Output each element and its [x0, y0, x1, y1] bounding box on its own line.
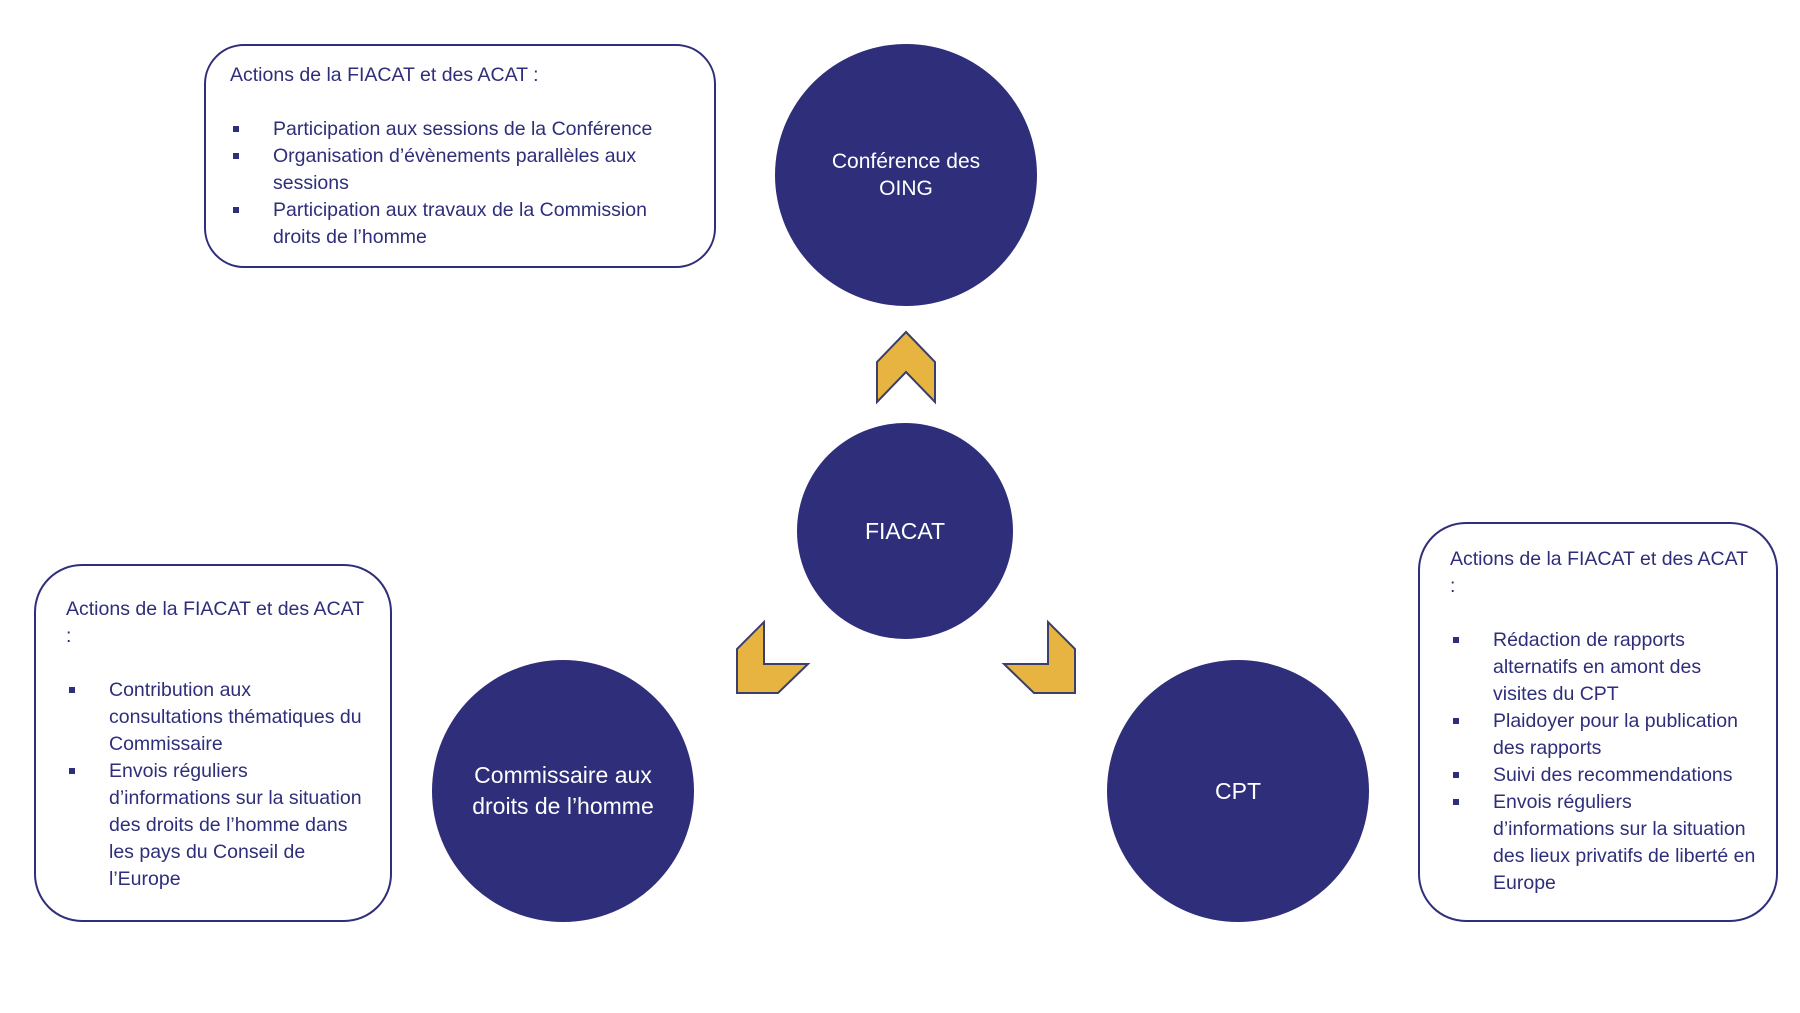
square-bullet-icon: [233, 207, 239, 213]
list-item-text: Envois réguliers d’informations sur la s…: [1493, 791, 1756, 894]
square-bullet-icon: [233, 153, 239, 159]
actions-box-title: Actions de la FIACAT et des ACAT :: [230, 64, 539, 86]
node-label: Conférence des OING: [831, 150, 981, 200]
square-bullet-icon: [233, 126, 239, 132]
actions-list: Contribution aux consultations thématiqu…: [66, 677, 366, 893]
list-item-text: Participation aux travaux de la Commissi…: [273, 199, 647, 248]
list-item-text: Participation aux sessions de la Confére…: [273, 118, 653, 140]
square-bullet-icon: [69, 687, 75, 693]
actions-box-title: Actions de la FIACAT et des ACAT :: [1450, 548, 1748, 597]
node-label: CPT: [1215, 777, 1261, 804]
list-item-text: Contribution aux consultations thématiqu…: [109, 679, 362, 755]
actions-box-title: Actions de la FIACAT et des ACAT :: [66, 598, 364, 647]
square-bullet-icon: [1453, 637, 1459, 643]
actions-list: Rédaction de rapports alternatifs en amo…: [1450, 627, 1756, 897]
actions-list: Participation aux sessions de la Confére…: [230, 116, 690, 251]
square-bullet-icon: [1453, 772, 1459, 778]
node-label: FIACAT: [864, 517, 946, 544]
list-item: Suivi des recommendations: [1450, 762, 1756, 789]
chevron-down-left-icon: [736, 619, 811, 694]
node-cpt: CPT: [1107, 660, 1369, 922]
list-item: Contribution aux consultations thématiqu…: [66, 677, 366, 758]
actions-box-commissaire: Actions de la FIACAT et des ACAT : Contr…: [34, 564, 392, 922]
square-bullet-icon: [1453, 799, 1459, 805]
chevron-up-icon: [876, 330, 936, 405]
node-commissaire: Commissaire aux droits de l’homme: [432, 660, 694, 922]
actions-box-cpt: Actions de la FIACAT et des ACAT : Rédac…: [1418, 522, 1778, 922]
list-item: Rédaction de rapports alternatifs en amo…: [1450, 627, 1756, 708]
list-item-text: Rédaction de rapports alternatifs en amo…: [1493, 629, 1702, 705]
list-item-text: Plaidoyer pour la publication des rappor…: [1493, 710, 1738, 759]
list-item: Envois réguliers d’informations sur la s…: [1450, 789, 1756, 897]
list-item-text: Suivi des recommendations: [1493, 764, 1733, 786]
list-item-text: Organisation d’évènements parallèles aux…: [273, 145, 637, 194]
square-bullet-icon: [1453, 718, 1459, 724]
chevron-down-right-icon: [1001, 619, 1076, 694]
square-bullet-icon: [69, 768, 75, 774]
node-conference-oing: Conférence des OING: [775, 44, 1037, 306]
list-item: Participation aux sessions de la Confére…: [230, 116, 690, 143]
node-fiacat: FIACAT: [797, 423, 1013, 639]
list-item: Participation aux travaux de la Commissi…: [230, 197, 690, 251]
actions-box-oing: Actions de la FIACAT et des ACAT : Parti…: [204, 44, 716, 268]
list-item: Organisation d’évènements parallèles aux…: [230, 143, 690, 197]
node-label: Commissaire aux droits de l’homme: [472, 762, 654, 819]
list-item-text: Envois réguliers d’informations sur la s…: [109, 760, 362, 890]
list-item: Plaidoyer pour la publication des rappor…: [1450, 708, 1756, 762]
list-item: Envois réguliers d’informations sur la s…: [66, 758, 366, 893]
